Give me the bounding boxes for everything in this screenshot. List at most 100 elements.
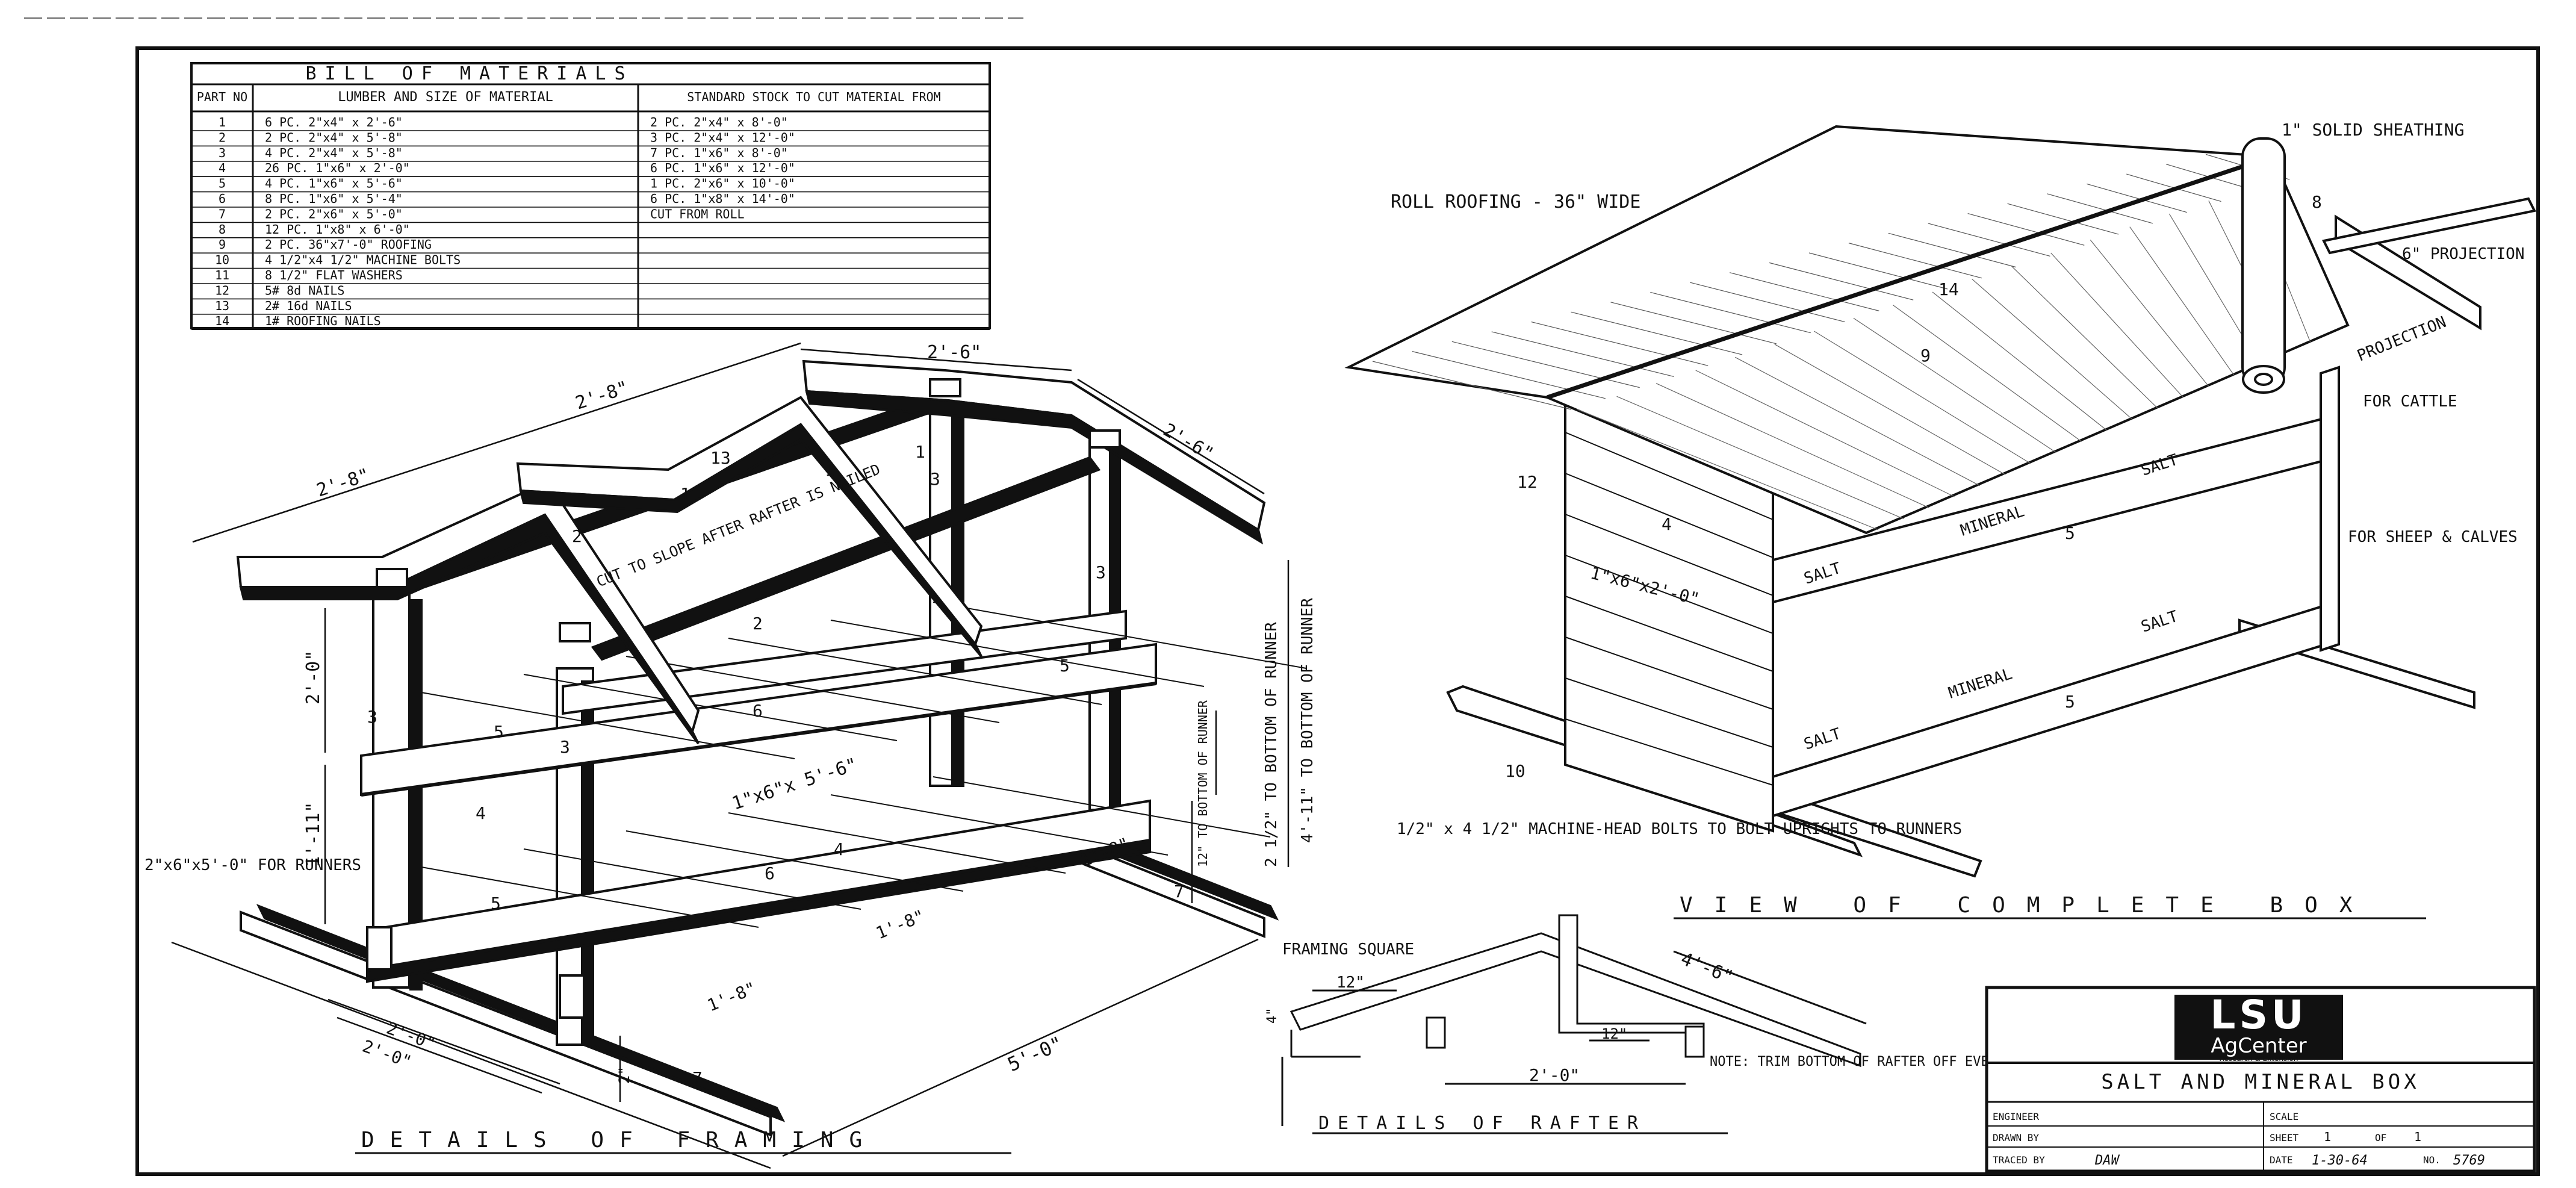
- rafter-dim-4: 4": [1265, 1008, 1280, 1024]
- box-part-label: 10: [1505, 761, 1525, 781]
- bom-lumber: 4 1/2"x4 1/2" MACHINE BOLTS: [265, 253, 461, 267]
- bom-part-no: 3: [219, 146, 226, 160]
- no-value: 5769: [2453, 1153, 2485, 1168]
- bom-part-no: 12: [215, 283, 229, 297]
- lower-rail-front: [366, 799, 1151, 971]
- framing-part-label: 7: [692, 1068, 703, 1088]
- bom-lumber: 6 PC. 2"x4" x 2'-6": [265, 115, 403, 129]
- complete-box-drawing: [1344, 125, 2536, 878]
- top-beam-right: [591, 456, 1101, 661]
- drawing-border: [135, 46, 2540, 1176]
- note-runners: 2"x6"x5'-0" FOR RUNNERS: [144, 856, 361, 874]
- framing-part-label: 13: [710, 448, 731, 468]
- label-salt: SALT: [1802, 725, 1843, 754]
- dim-bottom-runner-short: 12" TO BOTTOM OF RUNNER: [1196, 700, 1210, 867]
- framing-part-label: 5: [491, 894, 501, 913]
- logo-lsu: LSU: [2210, 992, 2307, 1038]
- label-mineral: MINERAL: [1946, 665, 2014, 702]
- date-value: 1-30-64: [2312, 1153, 2368, 1168]
- box-part-label: 9: [1920, 346, 1931, 365]
- bom-lumber: 26 PC. 1"x6" x 2'-0": [265, 161, 410, 175]
- framing-part-label: 6: [753, 701, 763, 721]
- bom-lumber: 2 PC. 36"x7'-0" ROOFING: [265, 237, 432, 252]
- lsu-agcenter-logo: LSU AgCenter Research & Extension: [2174, 992, 2343, 1063]
- bom-header-stock: STANDARD STOCK TO CUT MATERIAL FROM: [687, 90, 940, 104]
- framing-part-label: 3: [560, 737, 570, 757]
- title-block: LSU AgCenter Research & Extension SALT A…: [1985, 986, 2536, 1173]
- bom-part-no: 4: [219, 161, 226, 175]
- framing-caption: DETAILS OF FRAMING: [361, 1128, 878, 1152]
- label-projection-cattle: PROJECTION: [2354, 313, 2448, 365]
- box-lower-rail: [1772, 600, 2337, 818]
- middle-rail: [562, 609, 1127, 715]
- bom-lumber: 4 PC. 2"x4" x 5'-8": [265, 146, 403, 160]
- bom-part-no: 11: [215, 268, 229, 282]
- drawing-title: SALT AND MINERAL BOX: [2101, 1070, 2419, 1094]
- framing-part-label: 4: [834, 839, 844, 859]
- scale-label: SCALE: [2270, 1111, 2298, 1122]
- framing-part-label: 6: [765, 863, 775, 883]
- no-label: NO.: [2423, 1154, 2441, 1166]
- framing-square-shape: [1558, 914, 1705, 1034]
- bom-lumber: 4 PC. 1"x6" x 5'-6": [265, 176, 403, 191]
- box-part-label: 4: [1662, 514, 1672, 534]
- bom-stock: CUT FROM ROLL: [650, 207, 745, 221]
- framing-dimensions: [171, 342, 1290, 1169]
- box-part-label: 14: [1938, 279, 1959, 299]
- framing-part-label: 2: [572, 526, 582, 546]
- bom-lumber: 2 PC. 2"x4" x 5'-8": [265, 130, 403, 145]
- rafter-dim-12b: 12": [1601, 1025, 1627, 1042]
- bom-part-no: 6: [219, 191, 226, 206]
- box-part-label: 5: [2065, 692, 2075, 712]
- box-part-label: 12: [1517, 472, 1538, 492]
- traced-by-label: TRACED BY: [1993, 1154, 2045, 1166]
- dim-base-c: 1'-8": [704, 978, 759, 1015]
- sheet-label: SHEET: [2270, 1132, 2299, 1143]
- bom-lumber: 2# 16d NAILS: [265, 299, 352, 313]
- bom-title: BILL OF MATERIALS: [305, 63, 633, 84]
- box-part-label: 5: [2065, 523, 2075, 543]
- logo-sub: Research & Extension: [2220, 1054, 2298, 1063]
- dim-top-a: 2'-6": [927, 342, 981, 363]
- dim-to-bottom-runner: 2 1/2" TO BOTTOM OF RUNNER: [1262, 622, 1280, 867]
- bom-header-part: PART NO: [197, 90, 247, 104]
- framing-part-label: 1: [680, 484, 691, 504]
- label-projection-6: 6" PROJECTION: [2402, 245, 2525, 263]
- label-framing-square: FRAMING SQUARE: [1282, 941, 1414, 959]
- framing-part-label: 1: [825, 460, 835, 480]
- dim-total-height: 4'-11" TO BOTTOM OF RUNNER: [1299, 598, 1317, 843]
- bom-stock: 6 PC. 1"x8" x 14'-0": [650, 191, 795, 206]
- framing-part-label: 3: [1096, 562, 1106, 582]
- sheet-value: 1: [2324, 1130, 2331, 1144]
- traced-by-value: DAW: [2094, 1153, 2120, 1168]
- dim-length: 5'-0": [1004, 1031, 1066, 1076]
- dim-left-a: 2'-8": [314, 464, 373, 501]
- dim-mid: 1'-11": [303, 802, 324, 867]
- engineer-label: ENGINEER: [1993, 1111, 2039, 1122]
- bom-part-no: 5: [219, 176, 226, 191]
- rafter-dim-length: 4'-6": [1678, 948, 1736, 988]
- bom-stock: 3 PC. 2"x4" x 12'-0": [650, 130, 795, 145]
- bom-stock: 6 PC. 1"x6" x 12'-0": [650, 161, 795, 175]
- of-label: OF: [2375, 1132, 2386, 1143]
- bom-part-no: 14: [215, 314, 229, 328]
- label-salt: SALT: [2139, 608, 2180, 636]
- framing-part-label: 3: [367, 707, 377, 727]
- framing-part-label: 7: [1174, 882, 1184, 901]
- bill-of-materials: BILL OF MATERIALS PART NO LUMBER AND SIZ…: [190, 62, 991, 331]
- rafter-dim-2: 2'-0": [1529, 1065, 1580, 1085]
- box-right-upright: [2320, 365, 2340, 652]
- framing-part-label: 2: [753, 614, 763, 633]
- bom-lumber: 8 1/2" FLAT WASHERS: [265, 268, 403, 282]
- dim-base-b: 1'-8": [873, 906, 928, 943]
- rafter-dim-12a: 12": [1336, 974, 1365, 992]
- bom-lumber: 5# 8d NAILS: [265, 283, 344, 297]
- bom-part-no: 9: [219, 237, 226, 252]
- bom-part-no: 2: [219, 130, 226, 145]
- box-part-label: 8: [2312, 192, 2322, 212]
- note-board: 1"x6"x 5'-6": [730, 754, 860, 814]
- bom-part-no: 1: [219, 115, 226, 129]
- bom-part-no: 13: [215, 299, 229, 313]
- framing-part-label: 1: [915, 442, 925, 462]
- framing-part-label: 5: [1060, 656, 1070, 676]
